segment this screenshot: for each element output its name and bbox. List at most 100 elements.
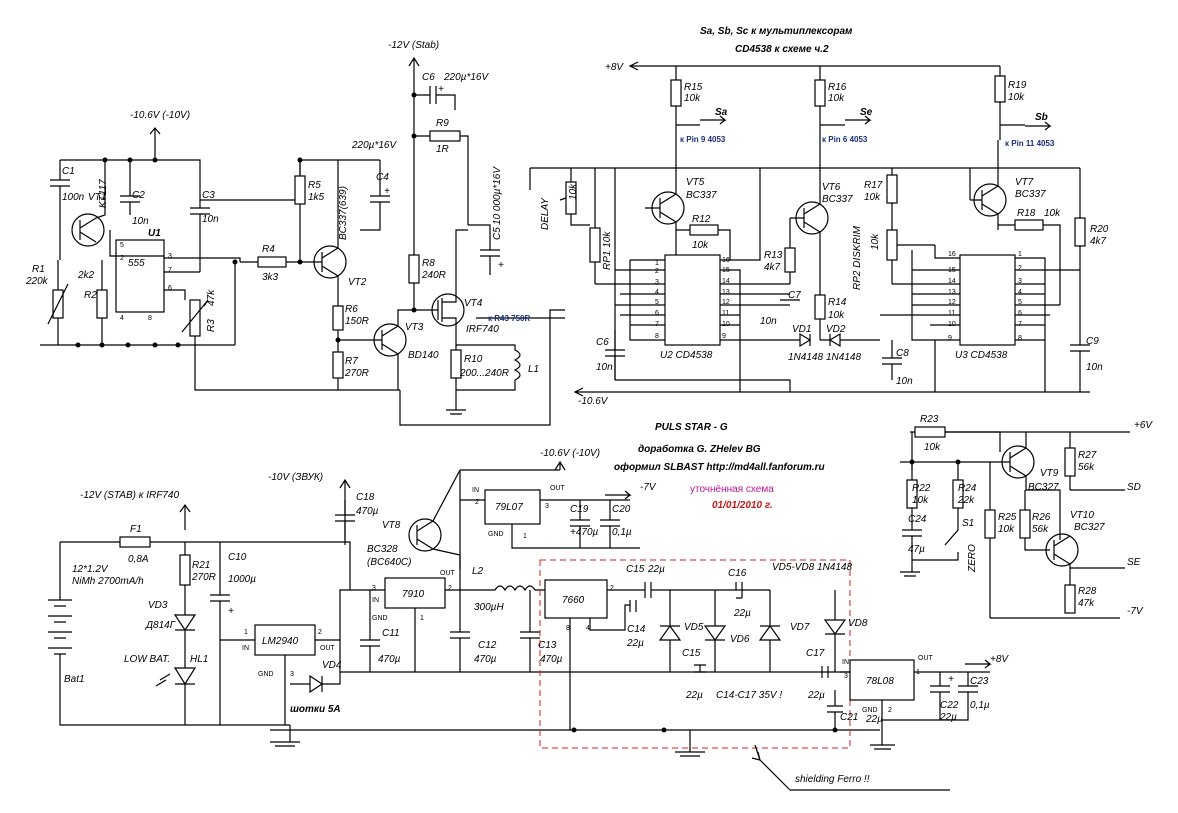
r5-label: R5 — [308, 180, 321, 191]
r20-label: R20 — [1090, 224, 1109, 235]
svg-text:2: 2 — [318, 629, 322, 636]
u1-type: 555 — [128, 258, 145, 269]
r12-label: R12 — [692, 214, 711, 225]
vd6-diode — [703, 590, 727, 672]
bat-label: 12*1.2V — [72, 564, 109, 575]
r21-resistor — [179, 554, 191, 586]
c4-cap — [360, 160, 390, 231]
svg-text:11: 11 — [722, 310, 729, 317]
svg-text:GND: GND — [372, 615, 388, 622]
vd5-label: VD5 — [684, 622, 704, 633]
ic7660-label: 7660 — [562, 595, 585, 606]
c15top-label: C15 — [626, 564, 645, 575]
plus8-label: +8V — [605, 62, 624, 73]
svg-text:+: + — [438, 84, 444, 95]
c1-label: C1 — [62, 166, 75, 177]
svg-text:6: 6 — [1018, 310, 1022, 317]
vd5-diode — [658, 590, 682, 672]
c11-value: 470µ — [378, 654, 401, 665]
c5-cap — [468, 224, 500, 275]
c5-value: 10 000µ*16V — [492, 166, 503, 225]
bc640-label: (BC640C) — [367, 557, 411, 568]
r23-value: 10k — [924, 442, 941, 453]
c6b-value: 10n — [596, 362, 613, 373]
svg-text:3: 3 — [1018, 278, 1022, 285]
irf740-label: IRF740 — [466, 324, 499, 335]
c18-value: 470µ — [356, 506, 379, 517]
svg-text:6: 6 — [655, 310, 659, 317]
svg-text:1: 1 — [244, 629, 248, 636]
pin9-label: к Pin 9 4053 — [680, 135, 726, 144]
c1-cap — [50, 160, 70, 260]
vd4-label: VD4 — [322, 660, 342, 671]
c19-label: C19 — [570, 504, 589, 515]
svg-text:1: 1 — [1018, 251, 1022, 258]
vd8-label: VD8 — [848, 618, 868, 629]
hl1-led — [173, 667, 197, 725]
hl1-label: HL1 — [190, 654, 208, 665]
c21-label: C21 — [840, 712, 858, 723]
ic7910 — [384, 577, 446, 609]
svg-text:2: 2 — [610, 585, 614, 592]
vd2-label: VD2 — [826, 324, 846, 335]
minus7b-label: -7V — [1127, 606, 1144, 617]
c15-top-cap — [640, 582, 770, 598]
l2-inductor — [490, 585, 545, 592]
r7-resistor — [332, 351, 344, 379]
r18-resistor — [1014, 219, 1044, 231]
c6a-value: 220µ*16V — [443, 72, 489, 83]
vt4-label: VT4 — [464, 298, 483, 309]
minus7-label: -7V — [640, 482, 657, 493]
svg-text:GND: GND — [862, 707, 878, 714]
vt5-label: VT5 — [686, 177, 705, 188]
svg-text:10k: 10k — [568, 183, 579, 200]
r13-value: 4k7 — [764, 262, 781, 273]
r16-label: R16 — [828, 82, 847, 93]
r14-label: R14 — [828, 297, 847, 308]
c4-label: C4 — [376, 172, 389, 183]
c2-value: 10n — [132, 216, 149, 227]
r28-value: 47k — [1078, 598, 1095, 609]
svg-text:2: 2 — [120, 255, 124, 262]
c1-value: 100n — [62, 192, 85, 203]
svg-text:4: 4 — [655, 289, 659, 296]
c9-label: C9 — [1086, 336, 1099, 347]
svg-text:12: 12 — [722, 299, 730, 306]
l1-inductor — [456, 344, 521, 391]
svg-text:+: + — [498, 260, 504, 271]
svg-text:5: 5 — [1018, 299, 1022, 306]
svg-text:13: 13 — [948, 289, 956, 296]
r26-label: R26 — [1032, 512, 1051, 523]
sa-label: Sa — [715, 107, 728, 118]
c6b-cap — [605, 330, 625, 380]
r22-value: 10k — [912, 495, 929, 506]
rp1-pot — [589, 227, 601, 263]
rp2-pot — [886, 229, 898, 261]
s1-label: S1 — [962, 518, 974, 529]
r24-label: R24 — [958, 483, 977, 494]
svg-text:9: 9 — [722, 333, 726, 340]
c24-cap — [900, 508, 922, 577]
r4-label: R4 — [262, 244, 275, 255]
vt8-transistor — [408, 518, 442, 552]
r27-value: 56k — [1078, 462, 1095, 473]
r17-label: R17 — [864, 180, 883, 191]
shottky-label: шотки 5A — [290, 704, 341, 715]
v10zvuk-label: -10V (ЗВУК) — [268, 472, 323, 483]
r2-label: R2 — [84, 290, 97, 301]
c13-value: 470µ — [540, 654, 563, 665]
plus6-label: +6V — [1134, 420, 1153, 431]
vt7-label: VT7 — [1015, 177, 1034, 188]
r21-label: R21 — [192, 560, 210, 571]
r23-resistor — [914, 426, 946, 438]
u3-label: U3 CD4538 — [955, 350, 1008, 361]
c24-value: 47µ — [908, 544, 925, 555]
r16-value: 10k — [828, 93, 845, 104]
title-main: PULS STAR - G — [655, 422, 728, 433]
se2-label: SE — [1127, 557, 1141, 568]
r4-resistor — [257, 256, 287, 268]
r21-value: 270R — [191, 572, 216, 583]
v10-6-label: -10.6V (-10V) — [130, 110, 190, 121]
c20-cap — [600, 500, 620, 548]
r28-resistor — [1064, 584, 1076, 614]
